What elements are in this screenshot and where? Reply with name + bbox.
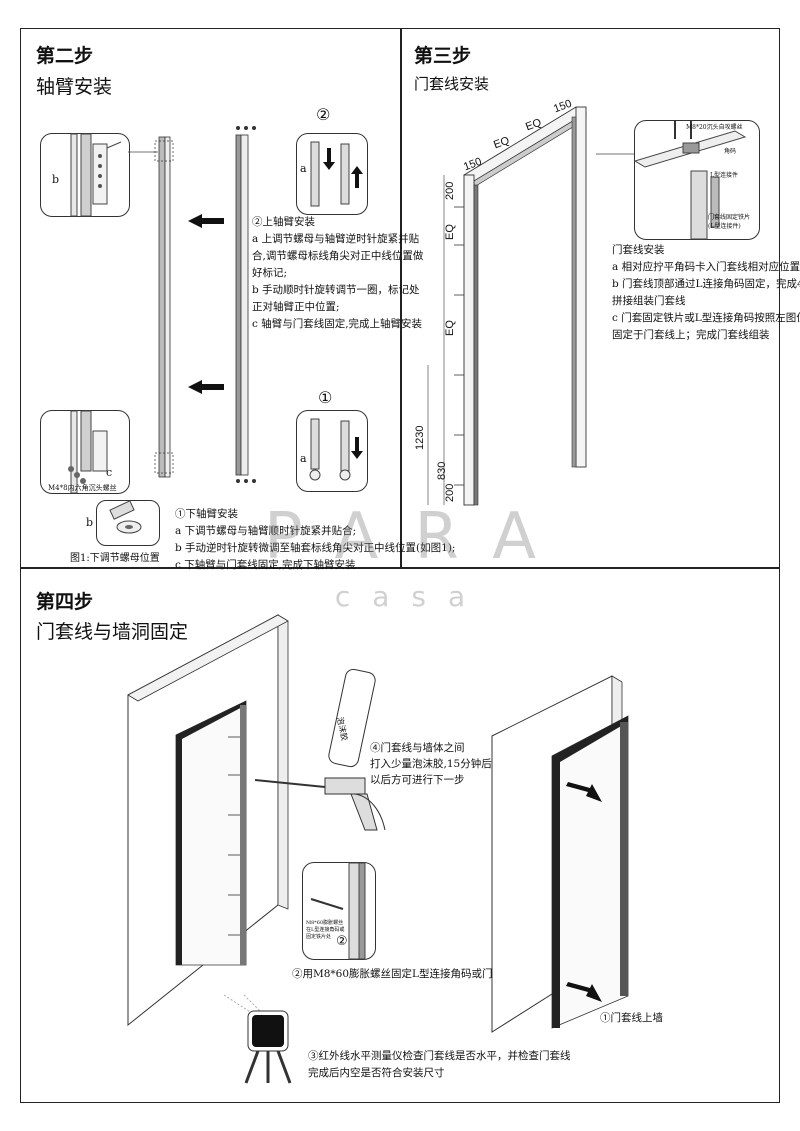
lower-arm-steps-drawing xyxy=(309,418,363,481)
note4-line-0: ④门套线与墙体之间 xyxy=(370,742,465,754)
step2-screw-label: M4*8内六角沉头螺丝 xyxy=(48,484,117,492)
upper-note-1: a 上调节螺母与轴臂逆时针旋紧并贴 xyxy=(252,233,420,245)
step2-lower-notes: ①下轴臂安装 a 下调节螺母与轴臂顺时针旋紧并贴合; b 手动逆时针旋转微调至轴… xyxy=(175,506,455,574)
expansion-bolt-drawing xyxy=(310,862,366,960)
step2-circle-1: ① xyxy=(318,388,333,407)
corner-bracket-drawing xyxy=(633,121,747,240)
step2-subtitle: 轴臂安装 xyxy=(36,76,113,98)
step2-detail-bottom-left xyxy=(40,410,130,494)
step2-lower-detail xyxy=(296,410,368,492)
lower-note-0: ①下轴臂安装 xyxy=(175,508,238,520)
step2-detail-top-left xyxy=(40,133,130,217)
step2-label-b-bottom: b xyxy=(86,516,94,529)
adjust-nut-drawing xyxy=(109,500,142,534)
step2-title: 第二步 xyxy=(36,45,94,67)
upper-note-6: c 轴臂与门套线固定,完成上轴臂安装 xyxy=(252,318,423,330)
upper-note-5: 正对轴臂正中位置; xyxy=(252,301,340,313)
lower-note-2: b 手动逆时针旋转微调至轴套标线角尖对正中线位置(如图1); xyxy=(175,542,456,554)
step3-title: 第三步 xyxy=(414,45,472,67)
fig1-caption: 图1:下调节螺母位置 xyxy=(70,553,160,564)
step4-circle-2: ② xyxy=(336,934,348,949)
upper-note-0: ②上轴臂安装 xyxy=(252,216,315,228)
arrow-right-bottom xyxy=(566,982,602,1002)
arm-profile-left xyxy=(154,136,174,478)
dim-side-3: 1230 xyxy=(414,425,426,450)
upper-note-4: b 手动顺时针旋转调节一圈，标记处 xyxy=(252,284,420,296)
dim-side-0: 200 xyxy=(444,181,456,200)
step3-note-3: 拼接组装门套线 xyxy=(612,295,686,307)
arrow-left-bottom xyxy=(188,380,224,394)
watermark-sub: casa xyxy=(334,580,488,613)
fig1-box xyxy=(96,500,160,546)
step3-note-5: 固定于门套线上；完成门套线组装 xyxy=(612,329,770,341)
leader-line-step3 xyxy=(596,153,634,155)
note3-line-1: 完成后内空是否符合安装尺寸 xyxy=(308,1067,445,1079)
step4-inset-detail xyxy=(302,862,376,960)
inset-line-2: 固定铁片处 xyxy=(306,934,332,940)
upper-arm-detail-drawing xyxy=(70,133,122,217)
step2-label-c: c xyxy=(106,466,113,479)
step3-note-1: a 相对应拧平角码卡入门套线相对应位置 xyxy=(612,261,800,273)
wall-right-drawing xyxy=(491,675,629,1033)
arm-profile-right xyxy=(235,126,256,483)
step4-title: 第四步 xyxy=(36,591,94,613)
wall-left-drawing xyxy=(127,614,289,1027)
leader-line-top xyxy=(128,151,158,153)
step4-note4: ④门套线与墙体之间 打入少量泡沫胶,15分钟后待胶干 以后方可进行下一步 xyxy=(370,740,523,788)
upper-arm-steps-drawing xyxy=(310,141,363,207)
inset-line-0: M8*60膨胀螺丝 xyxy=(306,920,344,926)
step2-label-a-bottom: a xyxy=(300,452,307,465)
step4-note2: ②用M8*60膨胀螺丝固定L型连接角码或门套线固定铁片 xyxy=(292,968,556,980)
watermark-brand: PARA xyxy=(264,500,572,574)
callout-plate: 门套线固定铁片 (L型连接件) xyxy=(708,214,751,230)
step3-notes: 门套线安装 a 相对应拧平角码卡入门套线相对应位置 b 门套线顶部通过L连接角码… xyxy=(612,242,800,344)
vertical-divider xyxy=(400,28,402,568)
step4-note1: ①门套线上墙 xyxy=(600,1012,663,1024)
step4-subtitle: 门套线与墙洞固定 xyxy=(36,621,189,643)
step2-upper-detail xyxy=(296,133,368,215)
foam-gun-drawing xyxy=(254,668,386,831)
step2-circle-2: ② xyxy=(316,105,331,124)
note4-line-2: 以后方可进行下一步 xyxy=(370,774,465,786)
upper-note-3: 好标记; xyxy=(252,267,288,279)
callout-screw: M8*20沉头自攻螺丝 xyxy=(686,124,743,131)
callout-l: L型连接件 xyxy=(710,172,738,179)
step3-detail-box xyxy=(633,120,760,240)
dim-side-1: EQ xyxy=(444,224,456,240)
step4-note3: ③红外线水平测量仪检查门套线是否水平，并检查门套线 完成后内空是否符合安装尺寸 xyxy=(308,1048,571,1082)
dim-side-4: 830 xyxy=(436,461,448,480)
arrow-right-top xyxy=(566,782,602,802)
step2-upper-notes: ②上轴臂安装 a 上调节螺母与轴臂逆时针旋紧并贴 合,调节螺母标线角尖对正中线位… xyxy=(252,214,423,333)
step4-inset-note: M8*60膨胀螺丝 在L型连接角码或 固定铁片处 xyxy=(306,920,344,941)
lower-note-1: a 下调节螺母与轴臂顺时针旋紧并贴合; xyxy=(175,525,357,537)
step3-note-4: c 门套固定铁片或L型连接角码按照左图位置 xyxy=(612,312,800,324)
laser-level-drawing xyxy=(223,994,292,1084)
lower-arm-detail-drawing xyxy=(68,410,108,494)
horizontal-divider xyxy=(20,567,780,569)
door-frame-drawing xyxy=(427,106,587,506)
arrow-left-top xyxy=(188,214,224,228)
step3-note-2: b 门套线顶部通过L连接角码固定，完成45° xyxy=(612,278,800,290)
lower-note-3: c 下轴臂与门套线固定,完成下轴臂安装 xyxy=(175,559,356,571)
upper-note-2: 合,调节螺母标线角尖对正中线位置做 xyxy=(252,250,424,262)
step2-label-a-top: a xyxy=(300,162,307,175)
inset-line-1: 在L型连接角码或 xyxy=(306,927,345,933)
note3-line-0: ③红外线水平测量仪检查门套线是否水平，并检查门套线 xyxy=(308,1050,571,1062)
step2-label-b-top: b xyxy=(52,173,60,186)
step3-subtitle: 门套线安装 xyxy=(414,75,490,93)
callout-corner: 角码 xyxy=(724,148,737,155)
note4-line-1: 打入少量泡沫胶,15分钟后待胶干 xyxy=(370,758,524,770)
dim-side-2: EQ xyxy=(444,320,456,336)
step3-note-0: 门套线安装 xyxy=(612,244,665,256)
